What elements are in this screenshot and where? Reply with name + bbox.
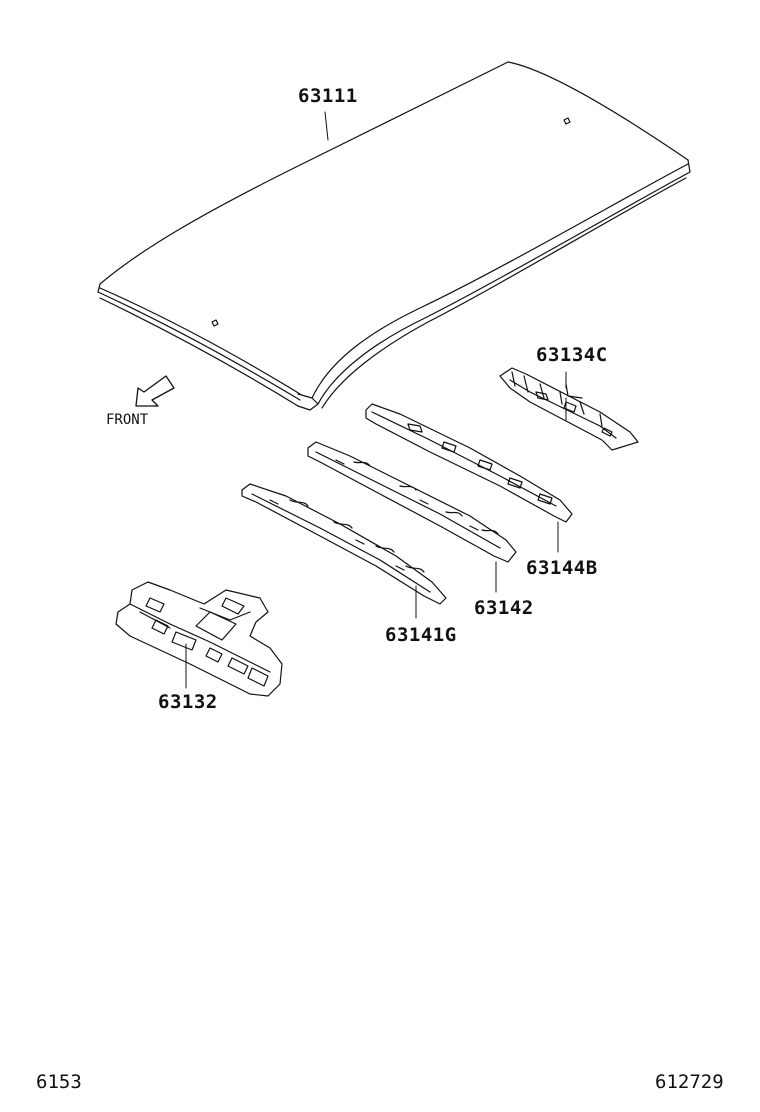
- part-63132-drawing: [115, 581, 283, 697]
- part-63144b-drawing: [365, 403, 573, 553]
- label-63141g: 63141G: [385, 624, 457, 646]
- label-63134c: 63134C: [536, 344, 608, 366]
- label-63111: 63111: [298, 85, 358, 107]
- footer-right-code: 612729: [655, 1071, 724, 1093]
- part-63134c-drawing: [499, 367, 639, 451]
- part-63142-drawing: [307, 441, 517, 593]
- label-63144b: 63144B: [526, 557, 598, 579]
- label-63132: 63132: [158, 691, 218, 713]
- part-63141g-drawing: [241, 483, 447, 619]
- roof-panel: [97, 61, 691, 411]
- front-arrow-icon: [135, 375, 175, 407]
- front-direction-label: FRONT: [106, 412, 149, 428]
- footer-left-code: 6153: [36, 1071, 82, 1093]
- label-63142: 63142: [474, 597, 534, 619]
